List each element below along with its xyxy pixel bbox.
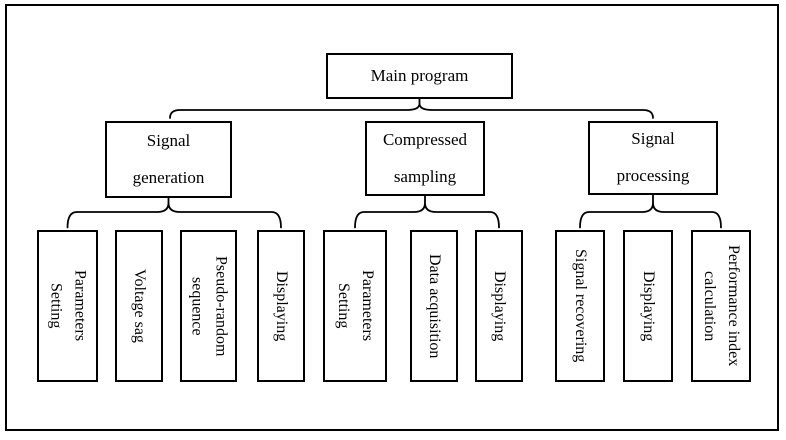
node-signal-recovering: Signal recovering bbox=[555, 230, 605, 382]
leaf-label: Signal recovering bbox=[572, 249, 589, 363]
leaf-label: Displaying bbox=[273, 270, 290, 342]
node-main-program: Main program bbox=[326, 53, 513, 99]
node-parameters-setting-generation: Parameters Setting bbox=[37, 230, 98, 382]
node-voltage-sag: Voltage sag bbox=[115, 230, 163, 382]
leaf-label: Displaying bbox=[491, 270, 508, 342]
node-displaying-sampling: Displaying bbox=[475, 230, 523, 382]
outer-border bbox=[5, 4, 779, 431]
leaf-label: Parameters Setting bbox=[47, 270, 89, 342]
node-compressed-sampling: Compressed sampling bbox=[365, 121, 485, 196]
leaf-label: Voltage sag bbox=[131, 269, 148, 343]
leaf-label: Data acquisition bbox=[426, 253, 443, 359]
node-data-acquisition: Data acquisition bbox=[410, 230, 458, 382]
node-signal-generation: Signal generation bbox=[105, 121, 232, 198]
node-displaying-processing: Displaying bbox=[623, 230, 673, 382]
leaf-label: Performance index calculation bbox=[701, 245, 742, 367]
node-displaying-generation: Displaying bbox=[257, 230, 305, 382]
node-parameters-setting-sampling: Parameters Setting bbox=[323, 230, 387, 382]
leaf-label: Displaying bbox=[640, 270, 657, 342]
node-signal-processing: Signal processing bbox=[588, 121, 718, 195]
leaf-label: Pseudo-random sequence bbox=[188, 255, 230, 357]
node-performance-index-calculation: Performance index calculation bbox=[691, 230, 751, 382]
leaf-label: Parameters Setting bbox=[335, 270, 376, 342]
node-pseudo-random-sequence: Pseudo-random sequence bbox=[180, 230, 237, 382]
